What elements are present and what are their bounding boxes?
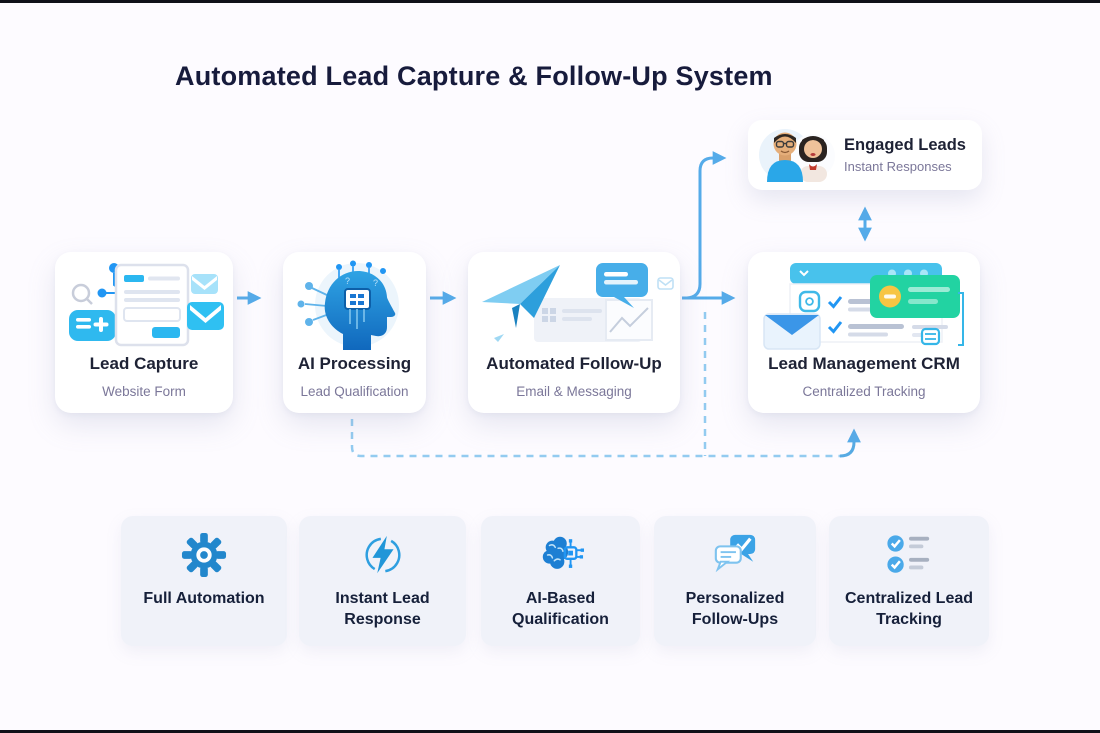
step-title-ai-processing: AI Processing bbox=[297, 354, 412, 373]
lightning-icon bbox=[364, 535, 401, 574]
page-title: Automated Lead Capture & Follow-Up Syste… bbox=[175, 61, 773, 91]
step-ai-processing: ? ? AI Processing Lead Qualification bbox=[283, 252, 426, 413]
step-lead-management-crm: Lead Management CRM Centralized Tracking bbox=[748, 252, 980, 413]
dashed-feedback-line bbox=[350, 419, 840, 458]
engaged-leads-card: Engaged Leads Instant Responses bbox=[748, 120, 982, 190]
crm-dashboard-illustration-icon bbox=[763, 263, 964, 350]
feature-label-ai-based-qualification: AI-Based Qualification bbox=[512, 590, 609, 629]
feature-personalized-follow-ups: Personalized Follow-Ups bbox=[654, 516, 816, 646]
feature-label-full-automation: Full Automation bbox=[143, 590, 265, 607]
paper-plane-illustration-icon bbox=[482, 263, 674, 342]
step-subtitle-lead-capture: Website Form bbox=[102, 384, 186, 399]
arrow-branch-to-engaged-leads bbox=[686, 151, 727, 300]
feature-ai-based-qualification: AI-Based Qualification bbox=[481, 516, 640, 646]
feature-centralized-lead-tracking: Centralized Lead Tracking bbox=[829, 516, 989, 646]
checklist-icon bbox=[887, 535, 930, 573]
ai-head-illustration-icon: ? ? bbox=[297, 260, 399, 350]
feature-label-centralized-lead-tracking: Centralized Lead Tracking bbox=[844, 590, 974, 629]
step-subtitle-ai-processing: Lead Qualification bbox=[300, 384, 409, 399]
step-lead-capture: Lead Capture Website Form bbox=[55, 252, 233, 413]
svg-text:?: ? bbox=[373, 278, 378, 288]
step-title-lead-capture: Lead Capture bbox=[89, 354, 199, 373]
svg-text:?: ? bbox=[345, 276, 350, 286]
step-automated-follow-up: Automated Follow-Up Email & Messaging bbox=[468, 252, 680, 413]
engaged-leads-title: Engaged Leads bbox=[844, 136, 966, 154]
feature-label-instant-lead-response: Instant Lead Response bbox=[335, 590, 430, 629]
step-subtitle-lead-management-crm: Centralized Tracking bbox=[802, 384, 926, 399]
engaged-leads-subtitle: Instant Responses bbox=[844, 159, 952, 174]
brain-circuit-icon bbox=[542, 536, 584, 569]
step-title-lead-management-crm: Lead Management CRM bbox=[768, 354, 960, 373]
chat-check-icon bbox=[714, 534, 756, 573]
website-form-illustration-icon bbox=[69, 263, 224, 347]
gear-icon bbox=[181, 532, 227, 578]
dashed-loop-up-arrow bbox=[839, 428, 861, 458]
step-title-automated-follow-up: Automated Follow-Up bbox=[486, 354, 662, 373]
bottom-border-bar bbox=[0, 730, 1100, 733]
feature-instant-lead-response: Instant Lead Response bbox=[299, 516, 466, 646]
step-subtitle-automated-follow-up: Email & Messaging bbox=[516, 384, 632, 399]
top-border-bar bbox=[0, 0, 1100, 3]
feature-full-automation: Full Automation bbox=[121, 516, 287, 646]
people-avatars-icon bbox=[759, 129, 835, 182]
feature-label-personalized-follow-ups: Personalized Follow-Ups bbox=[685, 590, 785, 629]
